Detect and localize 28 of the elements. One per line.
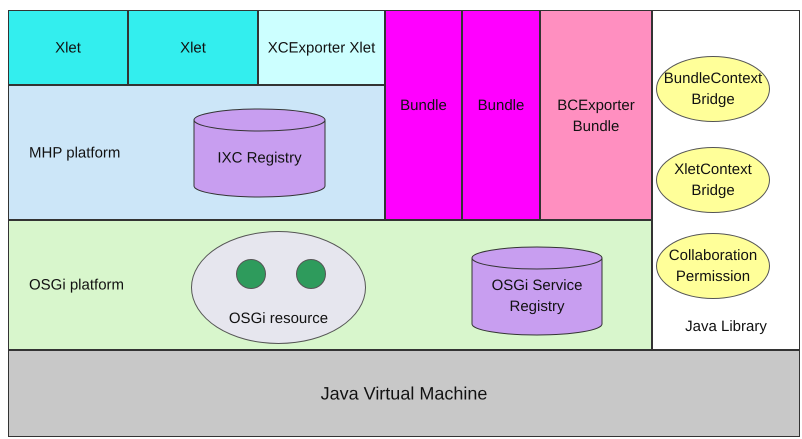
resource-circle	[236, 259, 266, 289]
layer-label: Collaboration Permission	[668, 246, 758, 287]
bundle-box	[385, 10, 462, 220]
xlet-box	[8, 10, 128, 85]
layer-label: Bundle	[476, 96, 526, 116]
layer-label: XCExporter Xlet	[266, 38, 376, 58]
platform-layer	[8, 85, 385, 220]
library-box	[652, 10, 800, 350]
layer-label: BundleContext Bridge	[663, 69, 763, 110]
layer-label: OSGi Service Registry	[490, 276, 584, 318]
bundle-box	[540, 10, 652, 220]
layer-label: IXC Registry	[216, 148, 303, 169]
xlet-box	[258, 10, 385, 85]
layer-label: BCExporter Bundle	[556, 96, 636, 137]
bundle-box	[462, 10, 540, 220]
platform-layer	[8, 220, 652, 350]
xlet-box	[128, 10, 258, 85]
layer-label: Java Library	[684, 317, 768, 337]
vm-layer	[8, 350, 800, 437]
layer-label: XletContext Bridge	[673, 160, 753, 201]
layer-label: Java Virtual Machine	[320, 383, 488, 404]
resource-circle	[296, 259, 326, 289]
layer-label: Bundle	[399, 96, 448, 116]
layer-label: Xlet	[179, 38, 207, 58]
layer-label: OSGi platform	[29, 276, 124, 296]
layer-label: OSGi resource	[228, 309, 330, 329]
layer-label: Xlet	[54, 38, 82, 58]
layer-label: MHP platform	[29, 143, 120, 163]
